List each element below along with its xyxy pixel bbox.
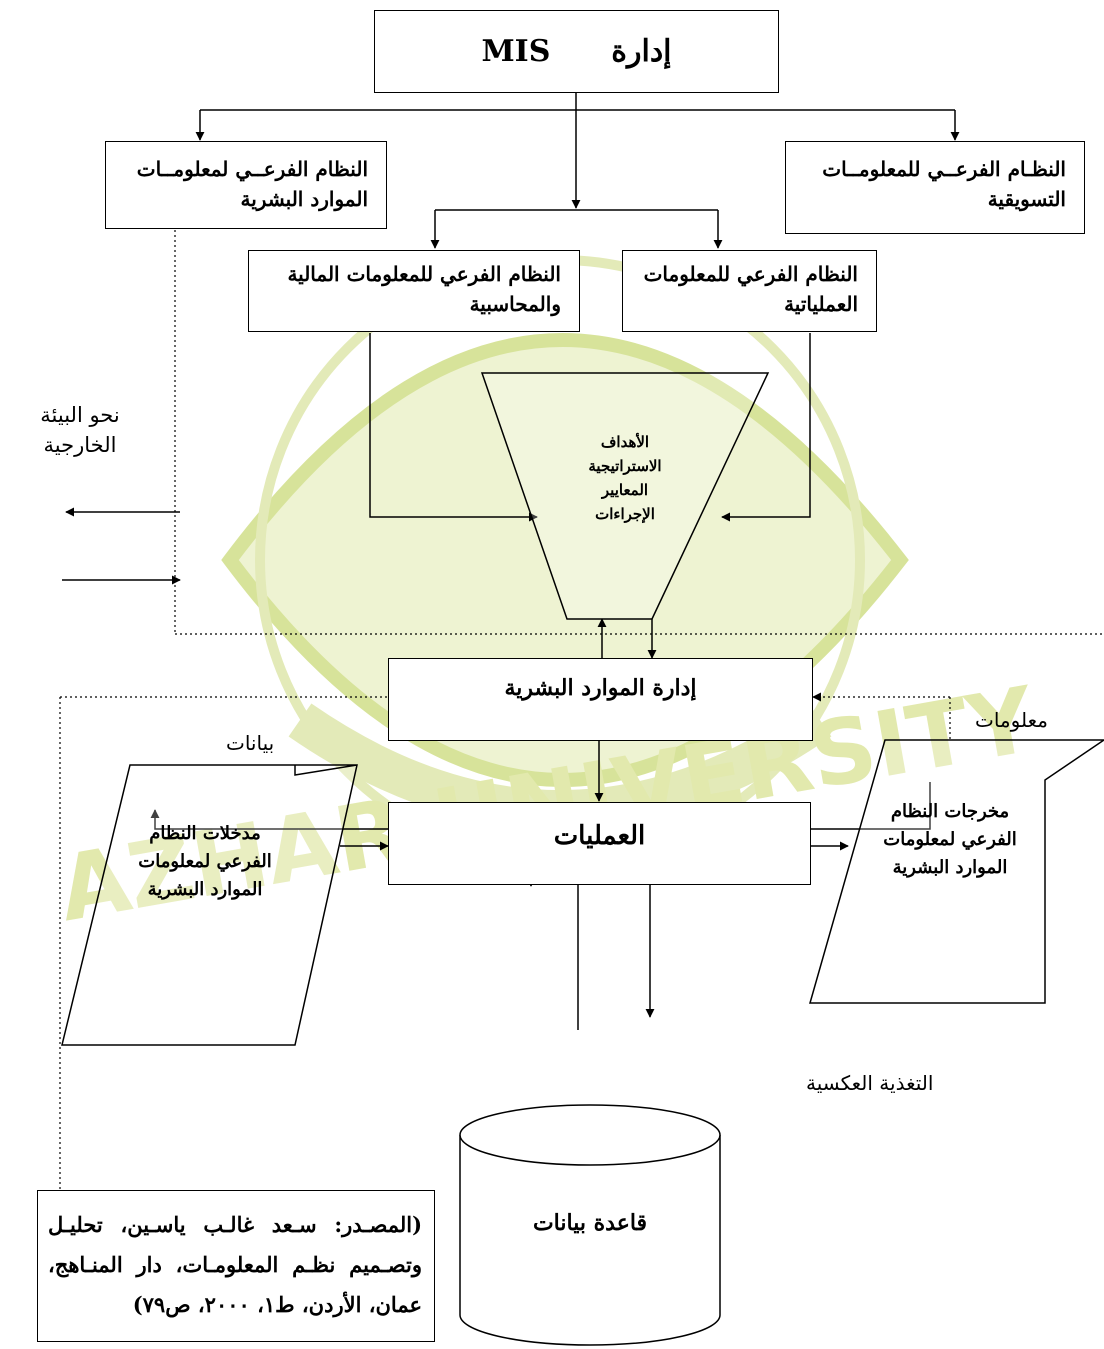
outputs-line1: مخرجات النظام [890,801,1010,822]
funnel-text: الأهداف الاستراتيجية المعايير الإجراءات [540,430,710,526]
inputs-text: مدخلات النظام الفرعي لمعلومات الموارد ال… [110,820,300,904]
admin-label: إدارة [611,34,672,69]
outputs-line2: الفرعي لمعلومات [883,829,1017,850]
feedback-label: التغذية العكسية [806,1071,934,1095]
inputs-line1: مدخلات النظام [149,823,261,844]
hr-subsystem-box: النظام الفرعــي لمعلومــات الموارد البشر… [105,141,387,229]
hr-management-box: إدارة الموارد البشرية [388,658,813,741]
marketing-subsystem-box: النظـام الفرعــي للمعلومــات التسويقية [785,141,1085,234]
financial-line1: النظام الفرعي للمعلومات المالية [287,262,561,286]
data-label: بيانات [226,731,275,755]
database-cylinder [459,1104,721,1346]
operational-line1: النظام الفرعي للمعلومات [643,262,858,286]
funnel-standards: المعايير [601,481,649,499]
external-line1: نحو البيئة [40,403,120,427]
outputs-line3: الموارد البشرية [892,857,1008,878]
financial-line2: والمحاسبية [469,292,561,316]
source-line1: (المصـدر: سـعد غالـب ياسـين، تحليـل [48,1212,422,1237]
outputs-shape [809,739,1104,1004]
funnel-strategic: الاستراتيجية [588,457,662,475]
operations-box: العمليات [388,802,811,885]
source-line2: وتصـميم نظـم المعلومـات، دار المنـاهج، [48,1252,422,1277]
goals-funnel-shape [480,372,770,620]
hr-subsystem-line2: الموارد البشرية [240,187,368,211]
database-label: قاعدة بيانات [532,1210,648,1236]
outputs-text: مخرجات النظام الفرعي لمعلومات الموارد ال… [855,798,1045,882]
mis-label: MIS [481,34,551,69]
info-label: معلومات [975,708,1048,732]
marketing-line1: النظـام الفرعــي للمعلومــات [822,157,1066,181]
hr-management-label: إدارة الموارد البشرية [504,675,697,701]
inputs-shape [61,764,358,1046]
source-line3: عمان، الأردن، ط١، ٢٠٠٠، ص٧٩) [132,1292,422,1317]
hr-subsystem-line1: النظام الفرعــي لمعلومــات [136,157,368,181]
inputs-line2: الفرعي لمعلومات [138,851,272,872]
operations-label: العمليات [553,821,646,851]
source-citation-box: (المصـدر: سـعد غالـب ياسـين، تحليـل وتصـ… [37,1190,435,1342]
operational-subsystem-box: النظام الفرعي للمعلومات العملياتية [622,250,877,332]
connectors [62,92,960,1030]
operational-line2: العملياتية [784,292,858,316]
funnel-goals: الأهداف [600,433,650,451]
external-environment-label: نحو البيئة الخارجية [25,400,135,460]
funnel-procedures: الإجراءات [595,505,655,523]
dotted-connectors [59,230,1104,1190]
external-line2: الخارجية [43,433,117,457]
mis-management-box: MIS إدارة [374,10,779,93]
marketing-line2: التسويقية [987,187,1066,211]
inputs-line3: الموارد البشرية [147,879,263,900]
financial-subsystem-box: النظام الفرعي للمعلومات المالية والمحاسب… [248,250,580,332]
